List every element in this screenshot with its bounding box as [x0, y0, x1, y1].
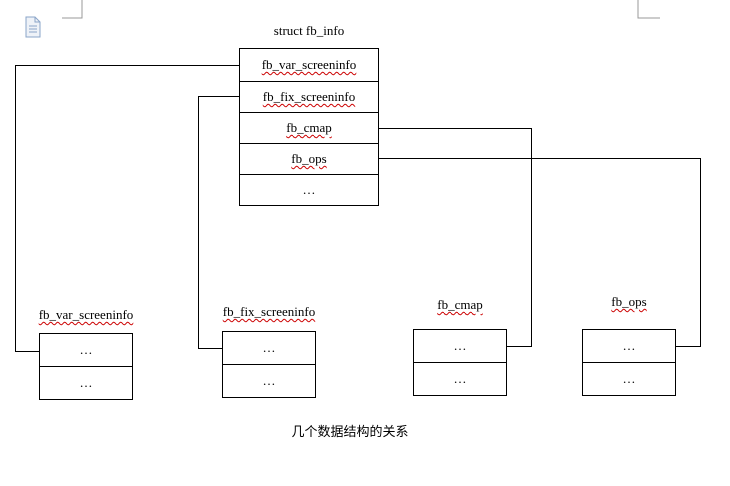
connector-fix-screeninfo [198, 96, 239, 349]
connector-ops [379, 158, 701, 347]
sub-struct-cmap-row-1-text: … [453, 338, 467, 353]
sub-struct-title-var-screeninfo: fb_var_screeninfo [30, 307, 142, 323]
sub-struct-var-row-2: … [39, 375, 133, 391]
sub-struct-title-cmap-text: fb_cmap [437, 297, 483, 312]
margin-mark-top-right [637, 0, 660, 19]
sub-struct-cmap-row-1: … [413, 338, 507, 354]
struct-fb-info-title-text: struct fb_info [273, 23, 345, 38]
field-fb-ops-text: fb_ops [291, 151, 327, 166]
field-fb-var-screeninfo: fb_var_screeninfo [239, 57, 379, 73]
sub-struct-var-row-2-text: … [79, 375, 93, 390]
connector-cmap [379, 128, 532, 347]
sub-struct-title-fix-screeninfo-text: fb_fix_screeninfo [222, 304, 316, 319]
field-fb-cmap-text: fb_cmap [286, 120, 332, 135]
sub-struct-fix-row-1: … [222, 340, 316, 356]
field-fb-fix-screeninfo: fb_fix_screeninfo [239, 89, 379, 105]
sub-struct-ops-row-2-text: … [622, 371, 636, 386]
diagram-caption: 几个数据结构的关系 [230, 421, 470, 440]
field-fb-ops: fb_ops [239, 151, 379, 167]
fb-cmap-box [413, 329, 507, 396]
sub-struct-fix-row-2: … [222, 373, 316, 389]
sub-struct-fix-row-1-text: … [262, 340, 276, 355]
fb-var-screeninfo-box [39, 333, 133, 400]
sub-struct-cmap-row-2-text: … [453, 371, 467, 386]
struct-fb-info-box [239, 48, 379, 206]
sub-struct-title-var-screeninfo-text: fb_var_screeninfo [38, 307, 134, 322]
sub-struct-var-row-1-text: … [79, 342, 93, 357]
field-fb-var-screeninfo-text: fb_var_screeninfo [261, 57, 357, 72]
sub-struct-title-cmap: fb_cmap [413, 297, 507, 313]
sub-struct-title-ops: fb_ops [582, 294, 676, 310]
sub-struct-ops-row-1: … [582, 338, 676, 354]
field-fb-fix-screeninfo-text: fb_fix_screeninfo [262, 89, 356, 104]
sub-struct-fix-row-2-text: … [262, 373, 276, 388]
field-fb-cmap: fb_cmap [239, 120, 379, 136]
field-ellipsis-text: … [302, 182, 316, 197]
connector-var-screeninfo [15, 65, 239, 352]
sub-struct-ops-row-2: … [582, 371, 676, 387]
fb-fix-screeninfo-box [222, 331, 316, 398]
struct-fb-info-title: struct fb_info [239, 23, 379, 39]
field-ellipsis: … [239, 182, 379, 198]
diagram-caption-text: 几个数据结构的关系 [291, 425, 409, 440]
sub-struct-ops-row-1-text: … [622, 338, 636, 353]
fb-ops-box [582, 329, 676, 396]
sub-struct-title-ops-text: fb_ops [611, 294, 647, 309]
sub-struct-cmap-row-2: … [413, 371, 507, 387]
margin-mark-top-left [62, 0, 83, 19]
sub-struct-var-row-1: … [39, 342, 133, 358]
sub-struct-title-fix-screeninfo: fb_fix_screeninfo [212, 304, 326, 320]
document-icon [25, 16, 41, 38]
